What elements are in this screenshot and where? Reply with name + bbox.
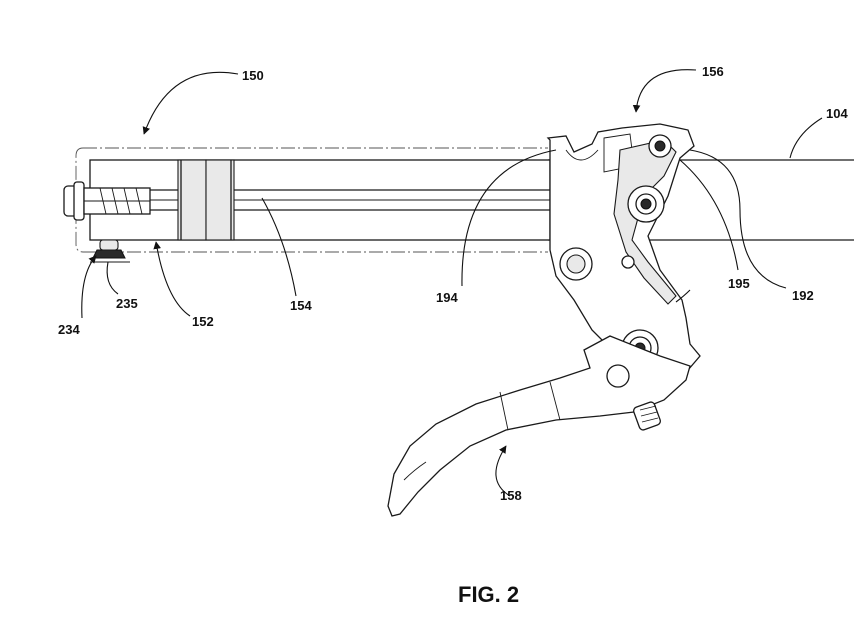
- label-104: 104: [826, 106, 848, 121]
- leader-lines: [81, 69, 823, 497]
- end-plug: [63, 181, 151, 221]
- brake-lever: [387, 335, 691, 517]
- label-154: 154: [290, 298, 312, 313]
- label-158: 158: [500, 488, 522, 503]
- figure-caption: FIG. 2: [458, 582, 519, 607]
- fastener: [90, 239, 130, 263]
- label-235: 235: [116, 296, 138, 311]
- label-195: 195: [728, 276, 750, 291]
- label-194: 194: [436, 290, 458, 305]
- grip-body: [89, 159, 551, 241]
- label-152: 152: [192, 314, 214, 329]
- label-192: 192: [792, 288, 814, 303]
- lever-housing: [546, 123, 701, 373]
- label-156: 156: [702, 64, 724, 79]
- reference-labels: 150 156 104 194 195 192 234 235 152 154 …: [58, 64, 848, 503]
- label-234: 234: [58, 322, 80, 337]
- label-150: 150: [242, 68, 264, 83]
